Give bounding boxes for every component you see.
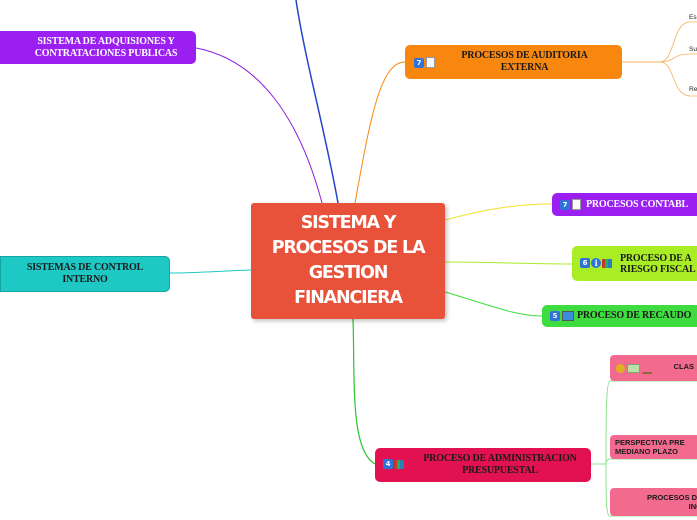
central-topic[interactable]: SISTEMA Y PROCESOS DE LA GESTION FINANCI… [251, 203, 445, 319]
auditoria-icons: 7 [414, 57, 435, 68]
books-icon [602, 258, 612, 268]
auditoria-leaf-1[interactable]: Es [689, 14, 697, 21]
link-aud-es [659, 21, 697, 63]
node-contables-label: PROCESOS CONTABL [586, 198, 688, 210]
link-top-blue [295, 0, 339, 204]
auditoria-leaf-2[interactable]: Su [689, 46, 697, 53]
central-topic-label: SISTEMA Y PROCESOS DE LA GESTION FINANCI… [271, 213, 426, 308]
link-contables [444, 203, 553, 221]
books-icon [394, 459, 404, 469]
link-adquisiciones [195, 47, 323, 204]
monitor-icon [562, 311, 574, 321]
node-contables[interactable]: 7 PROCESOS CONTABL [552, 193, 697, 216]
money-bag-icon [616, 364, 625, 373]
presupuestal-icons: 4 [383, 459, 404, 469]
document-icon [572, 199, 581, 210]
riesgo-icons: 6 i [580, 258, 612, 268]
subnode-ingresos-label: PROCESOS DE ING [646, 493, 697, 511]
link-control [169, 269, 252, 274]
node-control-interno-label: SISTEMAS DE CONTROL INTERNO [26, 262, 144, 285]
node-recaudo[interactable]: 5 PROCESO DE RECAUDO [542, 305, 697, 327]
node-auditoria[interactable]: 7 PROCESOS DE AUDITORIA EXTERNA [405, 45, 622, 79]
link-aud-su [659, 53, 697, 63]
link-pres-cla [605, 380, 697, 465]
contables-icons: 7 [560, 199, 581, 210]
banknote-icon [627, 364, 640, 373]
link-riesgo [444, 261, 573, 265]
node-presupuestal[interactable]: 4 PROCESO DE ADMINISTRACION PRESUPUESTAL [375, 448, 591, 482]
subnode-clasificacion[interactable]: CLAS [610, 355, 697, 381]
info-icon: i [591, 258, 601, 268]
priority-5-icon: 5 [550, 311, 560, 321]
scale-icon [642, 363, 652, 374]
priority-7-icon: 7 [414, 57, 424, 68]
link-aud-re [659, 61, 697, 97]
priority-4-icon: 4 [383, 459, 393, 469]
link-pres-per [605, 458, 697, 465]
link-presupuestal [352, 318, 376, 465]
priority-7-icon: 7 [560, 199, 570, 210]
node-adquisiciones-label: SISTEMA DE ADQUISIONES Y CONTRATACIONES … [34, 35, 178, 59]
subnode-perspectiva[interactable]: PERSPECTIVA PRE MEDIANO PLAZO [610, 435, 697, 459]
node-recaudo-label: PROCESO DE RECAUDO [577, 310, 692, 321]
clasificacion-icons [616, 363, 652, 374]
priority-6-icon: 6 [580, 258, 590, 268]
link-recaudo [444, 291, 543, 317]
subnode-clasificacion-label: CLAS [673, 362, 694, 371]
link-auditoria [354, 61, 406, 204]
node-riesgo-fiscal[interactable]: 6 i PROCESO DE A RIESGO FISCAL [572, 246, 697, 281]
subnode-ingresos[interactable]: PROCESOS DE ING [610, 488, 697, 516]
node-adquisiciones[interactable]: SISTEMA DE ADQUISIONES Y CONTRATACIONES … [0, 31, 196, 64]
node-riesgo-fiscal-label: PROCESO DE A RIESGO FISCAL [620, 252, 696, 275]
node-auditoria-label: PROCESOS DE AUDITORIA EXTERNA [461, 50, 588, 73]
node-control-interno[interactable]: SISTEMAS DE CONTROL INTERNO [0, 256, 170, 292]
auditoria-leaf-3[interactable]: Re [689, 86, 697, 93]
document-icon [426, 57, 435, 68]
subnode-perspectiva-label: PERSPECTIVA PRE MEDIANO PLAZO [615, 438, 685, 456]
node-presupuestal-label: PROCESO DE ADMINISTRACION PRESUPUESTAL [423, 453, 577, 476]
recaudo-icons: 5 [550, 311, 574, 321]
link-pres-ing [605, 463, 697, 517]
